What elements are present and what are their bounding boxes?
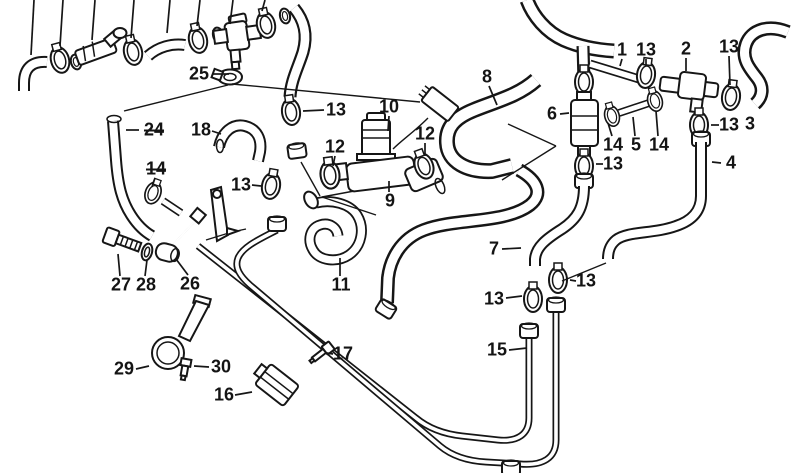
leader-line: [619, 58, 623, 67]
leader-line: [505, 295, 523, 299]
aux-valve: [212, 12, 263, 71]
leader-line: [655, 110, 659, 137]
leader-line: [117, 253, 121, 277]
leader-line: [130, 0, 135, 39]
leader-line: [508, 347, 528, 351]
leader-line: [332, 155, 336, 167]
left-hoses: [106, 114, 287, 237]
leader-line: [175, 258, 189, 276]
leader-line: [234, 391, 253, 396]
tee-piece-2: [658, 70, 720, 114]
leader-line: [251, 184, 262, 187]
water-valve-assembly: [317, 85, 460, 216]
y-fitting: [74, 27, 128, 66]
centre-chain: [278, 92, 362, 260]
leader-lines: [30, 0, 731, 396]
right-assembly: [527, 0, 788, 282]
leader-line: [196, 0, 201, 27]
pipe-clamp-bracket: [151, 293, 212, 382]
water-pipes: [198, 230, 568, 473]
valve-motor-10: [356, 112, 396, 161]
hose-8: [373, 80, 557, 321]
leader-line: [30, 0, 35, 56]
mounting-bracket-25: [210, 67, 243, 86]
leader-line: [488, 85, 498, 106]
leader-line: [166, 0, 171, 34]
bolt-27: [101, 226, 143, 253]
leader-line: [569, 279, 577, 282]
leader-line: [632, 116, 636, 137]
leader-line: [387, 115, 390, 132]
pipe-holder-16: [252, 362, 299, 407]
leader-line: [711, 161, 722, 164]
leader-line: [302, 109, 325, 112]
leader-line: [261, 0, 266, 12]
screw-17: [308, 340, 336, 365]
leader-line: [144, 259, 148, 277]
leader-line: [59, 0, 64, 47]
leader-line: [229, 0, 234, 25]
leader-line: [91, 0, 96, 41]
electrical-connector: [418, 85, 460, 122]
leader-line: [326, 352, 334, 355]
bolt-30: [179, 357, 193, 382]
leader-line: [151, 177, 156, 188]
leader-line: [728, 55, 731, 86]
leader-line: [559, 112, 570, 115]
leader-line: [501, 247, 522, 250]
leader-line: [607, 122, 613, 137]
leader-line: [211, 130, 222, 135]
leader-line: [135, 365, 150, 370]
top-exploded-row: [24, 7, 421, 112]
rod-and-bracket: [101, 185, 247, 263]
leader-line: [193, 365, 210, 368]
